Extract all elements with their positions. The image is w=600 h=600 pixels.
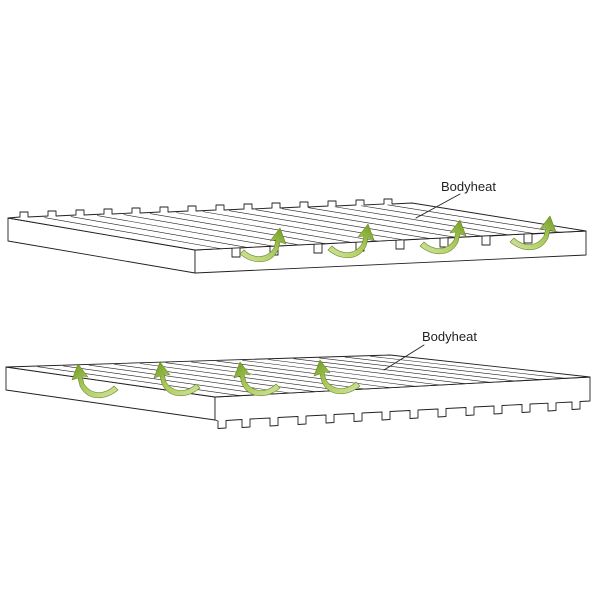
- mattress-bottom-front-face: [214, 376, 591, 429]
- groove-line: [97, 215, 274, 247]
- heat-arrow-icon: [313, 359, 361, 395]
- groove-line: [70, 216, 248, 248]
- groove-line: [242, 360, 441, 386]
- groove-line: [387, 204, 560, 233]
- label-bodyheat-bottom: Bodyheat: [422, 329, 477, 344]
- groove-line: [281, 208, 456, 238]
- heat-arrow-icon: [233, 361, 281, 397]
- groove-line: [344, 356, 541, 380]
- groove-line: [37, 366, 241, 396]
- heat-arrow-icon: [71, 363, 119, 399]
- groove-line: [361, 205, 534, 234]
- groove-line: [123, 214, 300, 246]
- heat-arrows-bottom: [71, 359, 361, 399]
- groove-line: [370, 356, 566, 379]
- groove-line: [149, 213, 326, 244]
- groove-line: [44, 217, 222, 250]
- mattress-top: [7, 198, 587, 274]
- label-bodyheat-top: Bodyheat: [441, 179, 496, 194]
- groove-line: [319, 357, 516, 382]
- groove-line: [88, 364, 291, 394]
- groove-line: [255, 209, 430, 239]
- label-leader-top: [415, 193, 461, 219]
- groove-line: [229, 210, 404, 241]
- mattress-top-surface: [7, 198, 587, 251]
- groove-line: [165, 362, 366, 390]
- groove-line: [176, 212, 352, 243]
- groove-line: [334, 206, 508, 236]
- heat-arrows-top: [239, 215, 557, 263]
- mattress-top-grooves: [44, 204, 560, 250]
- groove-line: [202, 211, 378, 242]
- heat-arrow-icon: [239, 227, 287, 263]
- label-leader-bottom: [383, 344, 425, 371]
- groove-line: [114, 364, 316, 392]
- mattress-bottom: [5, 354, 591, 429]
- heat-arrow-icon: [419, 219, 467, 255]
- heat-arrow-icon: [153, 361, 201, 397]
- groove-line: [267, 359, 466, 384]
- heat-arrow-icon: [509, 215, 557, 251]
- groove-line: [293, 358, 491, 383]
- heat-arrow-icon: [327, 223, 375, 259]
